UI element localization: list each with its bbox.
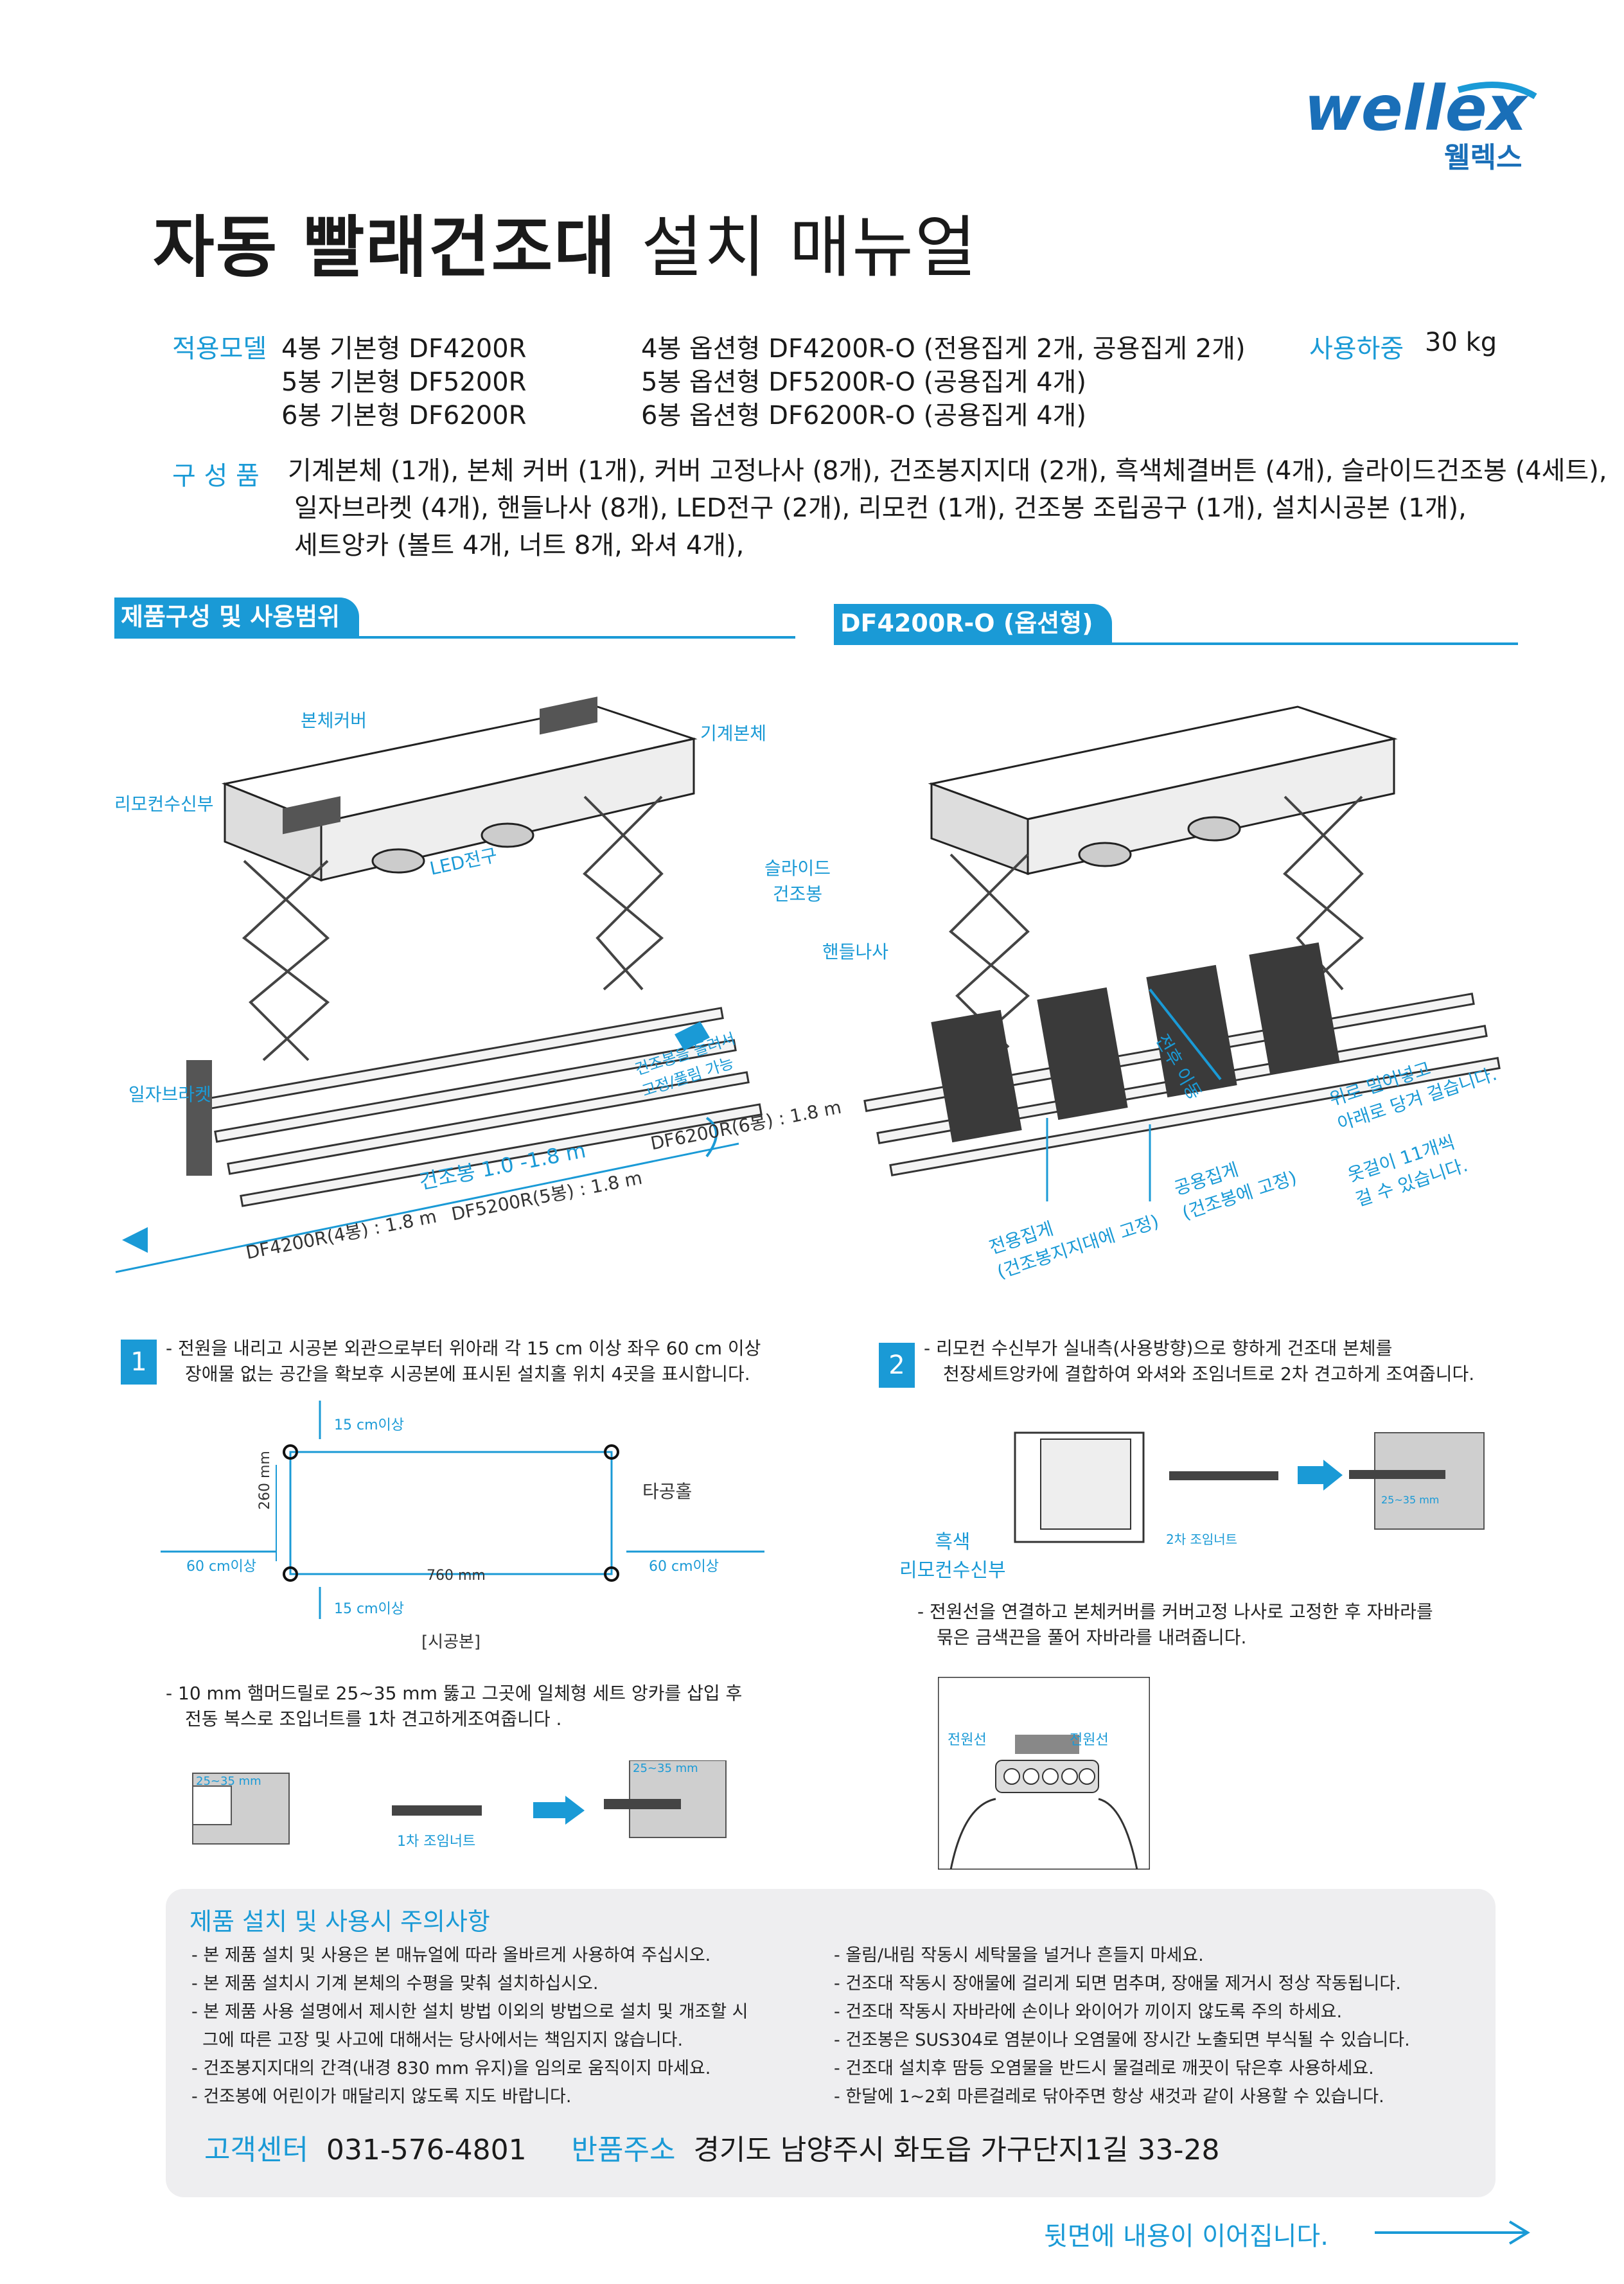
basic-model-4: 4봉 기본형 DF4200R — [281, 334, 527, 364]
components-line-3: 세트앙카 (볼트 4개, 너트 8개, 와셔 4개), — [294, 531, 745, 560]
move-arrow — [1149, 988, 1222, 1081]
caution-item: - 건조봉지지대의 간격(내경 830 mm 유지)을 임의로 움직이지 마세요… — [191, 2058, 711, 2078]
components-label: 구 성 품 — [172, 461, 260, 491]
caution-item: - 본 제품 설치 및 사용은 본 매뉴얼에 따라 올바르게 사용하여 주십시오… — [191, 1945, 711, 1965]
brand-logo: wellex 웰렉스 — [1298, 71, 1542, 174]
product-illustration-right — [863, 705, 1501, 1201]
label-power-left: 전원선 — [948, 1732, 987, 1748]
wire-text-1: - 전원선을 연결하고 본체커버를 커버고정 나사로 고정한 후 자바라를 — [917, 1601, 1433, 1622]
drying-rods — [201, 1007, 763, 1207]
section-bar-left: 제품구성 및 사용범위 — [114, 598, 795, 639]
label-handle: 핸들나사 — [822, 941, 889, 962]
vent-grille — [283, 696, 597, 835]
cs-phone[interactable]: 031-576-4801 — [326, 2134, 527, 2166]
width-line — [115, 1142, 739, 1273]
components-line-2: 일자브라켓 (4개), 핸들나사 (8개), LED전구 (2개), 리모컨 (… — [294, 493, 1467, 523]
caution-item: - 건조봉에 어린이가 매달리지 않도록 지도 바랍니다. — [191, 2087, 572, 2107]
label-nut1: 1차 조임너트 — [397, 1834, 476, 1850]
label-bracket: 일자브라켓 — [128, 1084, 211, 1105]
section-bar-right: DF4200R-O (옵션형) — [834, 604, 1518, 645]
label-depth-b: 25~35 mm — [633, 1762, 698, 1775]
label-template: [시공본] — [421, 1633, 481, 1652]
led-bulb-left — [371, 848, 425, 874]
logo-korean: 웰렉스 — [1444, 141, 1522, 173]
caution-item: - 본 제품 사용 설명에서 제시한 설치 방법 이외의 방법으로 설치 및 개… — [191, 2002, 748, 2022]
label-height: 260 mm — [257, 1451, 273, 1510]
caution-box — [166, 1889, 1496, 2197]
logo-swoosh — [1457, 82, 1537, 100]
option-model-5: 5봉 옵션형 DF5200R-O (공용집게 4개) — [641, 367, 1086, 397]
step-1-text-1: - 전원을 내리고 시공본 외관으로부터 위아래 각 15 cm 이상 좌우 6… — [166, 1338, 761, 1359]
caution-item: - 본 제품 설치시 기계 본체의 수평을 맞춰 설치하십시오. — [191, 1974, 599, 1994]
label-bottom-clear: 15 cm이상 — [334, 1601, 404, 1617]
drill-text-1: - 10 mm 햄머드릴로 25~35 mm 뚫고 그곳에 일체형 세트 앙카를… — [166, 1683, 743, 1704]
caution-title: 제품 설치 및 사용시 주의사항 — [190, 1908, 490, 1936]
caution-item: - 한달에 1~2회 마른걸레로 닦아주면 항상 새것과 같이 사용할 수 있습… — [834, 2087, 1384, 2107]
drill-text-2: 전동 복스로 조입너트를 1차 견고하게조여줍니다 . — [185, 1708, 562, 1730]
label-top-clear: 15 cm이상 — [334, 1417, 404, 1433]
basic-model-6: 6봉 기본형 DF6200R — [281, 401, 527, 430]
components-line-1: 기계본체 (1개), 본체 커버 (1개), 커버 고정나사 (8개), 건조봉… — [288, 456, 1607, 486]
power-wire-illustration — [938, 1677, 1150, 1870]
step-2-text-1: - 리모컨 수신부가 실내측(사용방향)으로 향하게 건조대 본체를 — [924, 1338, 1393, 1359]
return-label: 반품주소 — [571, 2134, 676, 2166]
caution-item: 그에 따른 고장 및 사고에 대해서는 당사에서는 책임지지 않습니다. — [191, 2030, 684, 2050]
housing-front — [320, 738, 695, 881]
label-body: 기계본체 — [700, 723, 767, 744]
bracket-left — [186, 1060, 212, 1176]
scissor-arms — [242, 795, 664, 1061]
page-title: 자동 빨래건조대 설치 매뉴얼 — [153, 193, 978, 290]
rotate-arrow — [705, 1117, 718, 1158]
left-arrow — [122, 1227, 148, 1253]
section-tab-left: 제품구성 및 사용범위 — [114, 598, 360, 636]
anchor-step-2 — [1014, 1431, 1485, 1543]
option-model-6: 6봉 옵션형 DF6200R-O (공용집게 4개) — [641, 401, 1086, 430]
arrow-right-icon — [1375, 2220, 1530, 2245]
title-light: 설치 매뉴얼 — [641, 208, 978, 287]
led-bulb-right — [481, 822, 534, 848]
customer-center: 고객센터 031-576-4801 반품주소 경기도 남양주시 화도읍 가구단지… — [204, 2127, 1219, 2168]
label-depth-a: 25~35 mm — [196, 1775, 261, 1788]
slide-arrow — [675, 1022, 710, 1050]
label-hole: 타공홀 — [642, 1481, 693, 1502]
caution-item: - 건조대 설치후 땀등 오염물을 반드시 물걸레로 깨끗이 닦은후 사용하세요… — [834, 2058, 1374, 2078]
product-illustration-left — [115, 696, 763, 1273]
step-1-text-2: 장애물 없는 공간을 확보후 시공본에 표시된 설치홀 위치 4곳을 표시합니다… — [185, 1363, 750, 1385]
basic-model-5: 5봉 기본형 DF5200R — [281, 367, 527, 397]
template-diagram — [161, 1401, 764, 1619]
label-right-clear: 60 cm이상 — [649, 1559, 719, 1575]
caution-item: - 건조대 작동시 자바라에 손이나 와이어가 끼이지 않도록 주의 하세요. — [834, 2002, 1343, 2022]
label-left-clear: 60 cm이상 — [186, 1559, 256, 1575]
title-bold: 자동 빨래건조대 — [153, 208, 617, 287]
return-address: 경기도 남양주시 화도읍 가구단지1길 33-28 — [693, 2134, 1220, 2166]
option-model-4: 4봉 옵션형 DF4200R-O (전용집게 2개, 공용집게 2개) — [641, 334, 1246, 364]
step-2-text-2: 천장세트앙카에 결합하여 와셔와 조임너트로 2차 견고하게 조여줍니다. — [943, 1363, 1475, 1385]
hanger-clips — [931, 942, 1340, 1143]
label-width: 760 mm — [427, 1568, 486, 1584]
load-label: 사용하중 — [1309, 334, 1404, 364]
anchor-step-1 — [192, 1760, 727, 1845]
step-1-badge: 1 — [121, 1340, 157, 1385]
label-cover: 본체커버 — [301, 710, 367, 731]
caution-item: - 건조봉은 SUS304로 염분이나 오염물에 장시간 노출되면 부식될 수 … — [834, 2030, 1410, 2050]
label-slide-rod: 슬라이드 건조봉 — [764, 858, 831, 905]
load-value: 30 kg — [1425, 328, 1497, 357]
step-2-badge: 2 — [879, 1343, 915, 1388]
cs-label: 고객센터 — [204, 2134, 308, 2166]
caution-list-left: - 본 제품 설치 및 사용은 본 매뉴얼에 따라 올바르게 사용하여 주십시오… — [191, 1942, 748, 2111]
label-depth-2: 25~35 mm — [1381, 1494, 1440, 1506]
continue-note: 뒷면에 내용이 이어집니다. — [1044, 2222, 1328, 2251]
label-nut2: 2차 조임너트 — [1166, 1532, 1238, 1547]
section-tab-right: DF4200R-O (옵션형) — [834, 604, 1113, 642]
label-power-right: 전원선 — [1070, 1732, 1109, 1748]
wire-text-2: 묶은 금색끈을 풀어 자바라를 내려줍니다. — [937, 1627, 1247, 1648]
model-label: 적용모델 — [172, 334, 267, 364]
caution-item: - 건조대 작동시 장애물에 걸리게 되면 멈추며, 장애물 제거시 정상 작동… — [834, 1974, 1401, 1994]
label-black-remote: 흑색 리모컨수신부 — [899, 1531, 1006, 1582]
caution-list-right: - 올림/내림 작동시 세탁물을 널거나 흔들지 마세요. - 건조대 작동시 … — [834, 1942, 1410, 2111]
label-remote: 리모컨수신부 — [114, 793, 214, 815]
caution-item: - 올림/내림 작동시 세탁물을 널거나 흔들지 마세요. — [834, 1945, 1204, 1965]
